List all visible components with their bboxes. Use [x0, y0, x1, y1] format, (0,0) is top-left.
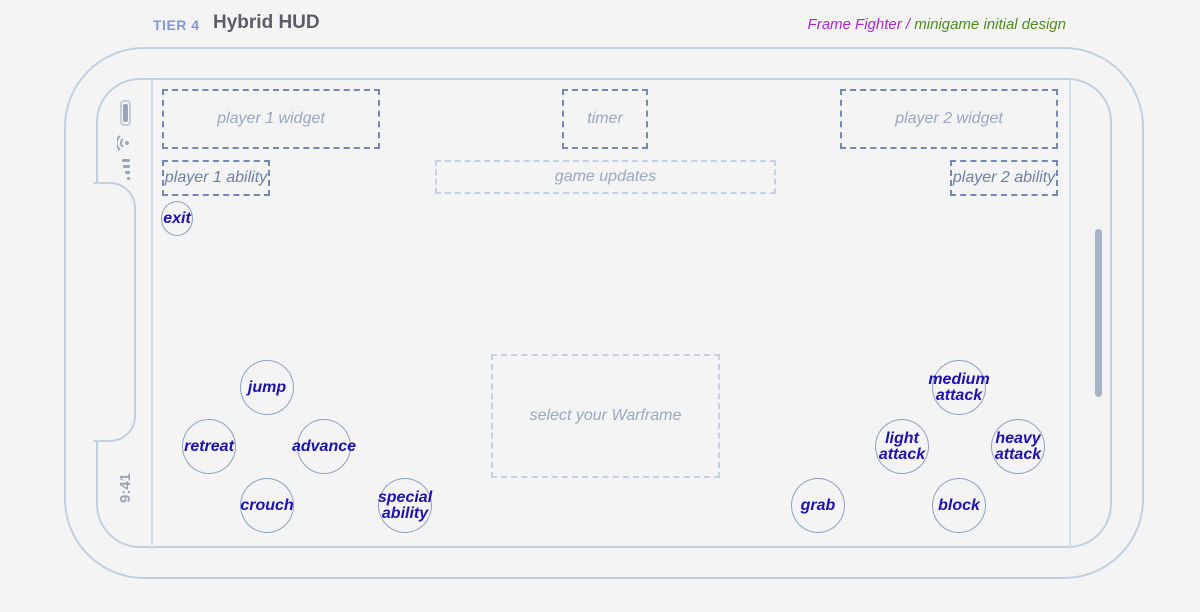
phone-notch — [94, 182, 136, 442]
jump-button[interactable]: jump — [240, 360, 294, 415]
player2-widget: player 2 widget — [840, 89, 1058, 149]
retreat-button[interactable]: retreat — [182, 419, 236, 474]
phone-frame — [64, 47, 1144, 579]
exit-button[interactable]: exit — [161, 201, 193, 236]
special-ability-button[interactable]: special ability — [378, 478, 432, 533]
page-title: Hybrid HUD — [213, 12, 320, 33]
scrollbar[interactable] — [1095, 229, 1102, 397]
crouch-button[interactable]: crouch — [240, 478, 294, 533]
timer-widget: timer — [562, 89, 648, 149]
credit-doc: minigame initial design — [910, 16, 1066, 33]
block-button[interactable]: block — [932, 478, 986, 533]
status-time: 9:41 — [117, 472, 134, 504]
player1-ability[interactable]: player 1 ability — [162, 160, 270, 196]
heavy-attack-button[interactable]: heavy attack — [991, 419, 1045, 474]
wifi-icon — [117, 135, 129, 151]
advance-button[interactable]: advance — [292, 419, 356, 474]
grab-button[interactable]: grab — [791, 478, 845, 533]
player1-widget: player 1 widget — [162, 89, 380, 149]
credit-line: Frame Fighter / minigame initial design — [808, 16, 1066, 33]
light-attack-button[interactable]: light attack — [875, 419, 929, 474]
credit-game: Frame Fighter / — [807, 16, 911, 33]
phone-screen — [151, 79, 1071, 549]
select-warframe-panel[interactable]: select your Warframe — [491, 354, 720, 478]
tier-label: TIER 4 — [153, 17, 200, 33]
medium-attack-button[interactable]: medium attack — [928, 360, 990, 415]
signal-icon — [122, 159, 130, 180]
player2-ability: player 2 ability — [950, 160, 1058, 196]
game-updates: game updates — [435, 160, 776, 194]
battery-icon — [120, 100, 131, 126]
